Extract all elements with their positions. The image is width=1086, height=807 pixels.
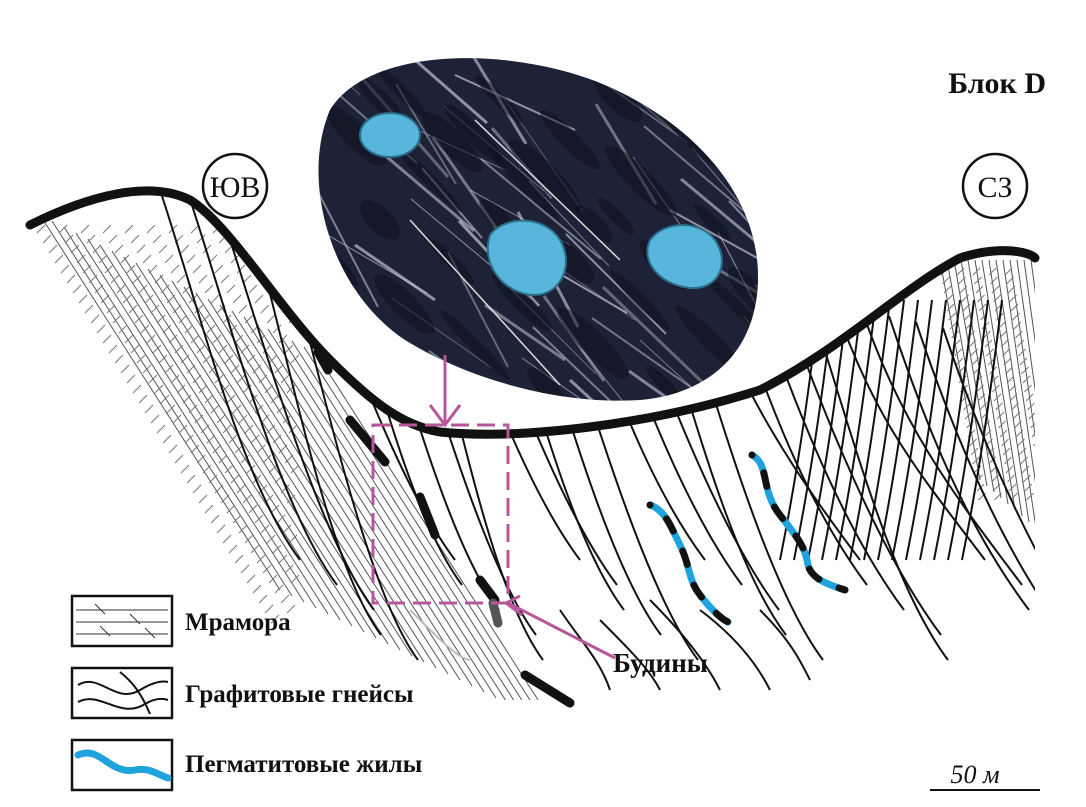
marble-hatch-icon [72,596,172,646]
block-title: Блок D [948,67,1046,100]
boudins-label: Будины [613,648,708,678]
direction-label-left: ЮВ [210,171,261,204]
legend-label-pegmatite: Пегматитовые жилы [185,751,422,778]
legend-label-marble: Мрамора [185,609,291,636]
direction-label-right: СЗ [977,171,1012,204]
boudin-grain [360,113,420,157]
direction-marker-right: СЗ [963,154,1027,218]
direction-marker-left: ЮВ [203,154,267,218]
scale-bar-label: 50 м [950,760,999,789]
pegmatite-vein-icon [72,740,172,790]
legend-label-gneiss: Графитовые гнейсы [185,681,414,708]
boudin [493,603,498,623]
